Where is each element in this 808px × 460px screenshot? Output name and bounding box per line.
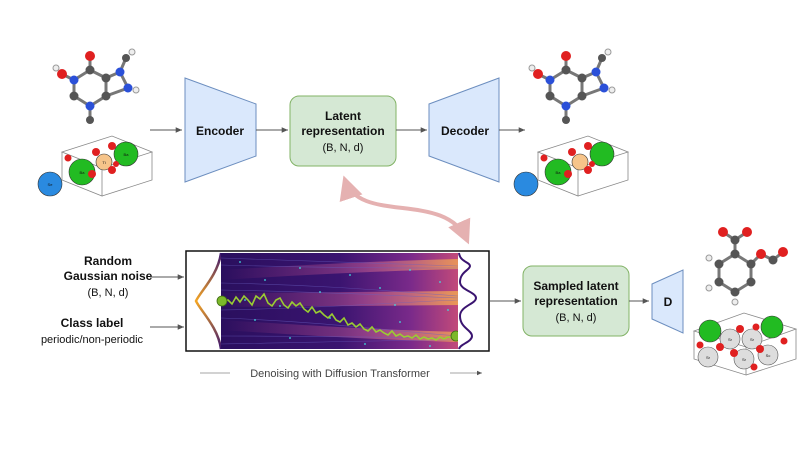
sampled-latent-line2: representation [534,294,617,308]
decoder-label: Decoder [441,124,489,138]
gen-atom-label-5: Sc [766,353,771,358]
noise-distribution-curve [194,252,223,350]
sampled-latent-dims: (B, N, d) [556,312,597,324]
generated-molecule-icon [705,227,788,306]
sampled-latent-line1: Sampled latent [533,279,618,293]
target-distribution-curve [458,252,478,350]
diffusion-transformer-panel [185,250,490,352]
gen-atom-label-2: Sr [728,337,733,342]
crystal-output-icon: Ba [513,135,630,197]
denoising-trajectory [221,292,457,341]
gen-atom-label-1: Sr [706,355,711,360]
trajectory-start-point [216,295,228,307]
latent-representation-box: Latent representation (B, N, d) [289,95,397,167]
latent-title-line1: Latent [325,109,361,123]
d-block-label: D [664,295,673,309]
atom-label-2: Ba [80,170,86,175]
diffusion-caption: Denoising with Diffusion Transformer [200,368,482,380]
gen-atom-label-3: Sr [750,337,755,342]
encoder-block: Encoder [184,77,257,183]
atom-label-3: Se [48,182,54,187]
latent-correspondence-arrow [339,175,471,245]
caption-text: Denoising with Diffusion Transformer [250,368,430,380]
decoder-d-block: D [651,269,684,334]
molecule-output-icon [528,48,616,124]
noise-label-line2: Gaussian noise [64,269,153,283]
decoder-block: Decoder [428,77,500,183]
noise-dims: (B, N, d) [88,287,129,299]
latent-dims: (B, N, d) [323,142,364,154]
class-label-line2: periodic/non-periodic [41,334,144,346]
encoder-label: Encoder [196,124,244,138]
atom-label-4: Ti [102,160,105,165]
crystal-input-icon: Ba Ba Se Ti [37,135,154,197]
atom-label-1: Ba [124,152,130,157]
class-label-line1: Class label [61,316,124,330]
sampled-latent-box: Sampled latent representation (B, N, d) [522,265,630,337]
noise-label-line1: Random [84,254,132,268]
generated-crystal-icon: Sr Sr Sr Sr Sc [692,312,798,376]
gen-atom-label-4: Sr [742,357,747,362]
atom-label-5: Ba [556,170,562,175]
molecule-input-icon [52,48,140,124]
latent-title-line2: representation [301,124,384,138]
